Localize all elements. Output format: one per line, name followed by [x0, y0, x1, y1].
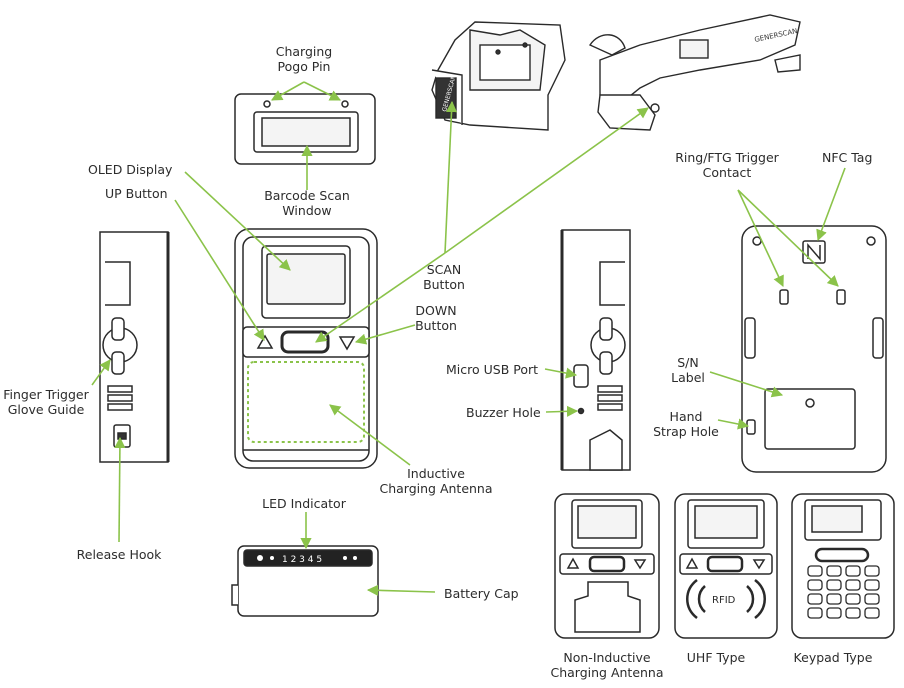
keypad-type-label: Keypad Type — [793, 650, 873, 665]
up-arrow-icon — [256, 334, 274, 349]
scan-button-label: SCAN Button — [423, 262, 465, 292]
non-inductive-charging-antenna-label: Non-Inductive Charging Antenna — [550, 650, 664, 680]
sn-label-label: S/N Label — [671, 355, 705, 385]
release-hook-label: Release Hook — [76, 547, 162, 562]
micro-usb-port-label: Micro USB Port — [446, 362, 539, 377]
oled-display-label: OLED Display — [88, 162, 173, 177]
ring-ftg-trigger-contact-label: Ring/FTG Trigger Contact — [675, 150, 779, 180]
keypad — [807, 565, 880, 619]
hand-strap-hole-label: Hand Strap Hole — [653, 409, 719, 439]
variant-non-inductive-view — [554, 493, 660, 639]
device-front-view — [234, 228, 378, 469]
up-button-label: UP Button — [105, 186, 168, 201]
inductive-charging-antenna-label: Inductive Charging Antenna — [379, 466, 493, 496]
device-bottom-view: 1 2 3 4 5 — [231, 545, 379, 617]
rfid-icon — [686, 579, 766, 619]
down-button-label: DOWN Button — [415, 303, 457, 333]
rfid-text: RFID — [712, 595, 736, 606]
down-arrow-icon — [338, 336, 356, 351]
battery-cap-label: Battery Cap — [444, 586, 519, 601]
device-right-side-view — [560, 229, 631, 471]
buzzer-hole-label: Buzzer Hole — [466, 405, 541, 420]
led-numbers: 1 2 3 4 5 — [282, 555, 322, 565]
led-indicator-label: LED Indicator — [262, 496, 346, 511]
callout-lines — [91, 81, 846, 596]
variant-uhf-view: RFID — [674, 493, 778, 639]
variant-keypad-view — [791, 493, 895, 639]
device-top-view — [234, 93, 376, 165]
uhf-type-label: UHF Type — [686, 650, 746, 665]
bracket-side-view: GENERSCAN — [588, 14, 801, 131]
finger-trigger-glove-guide-label: Finger Trigger Glove Guide — [3, 387, 89, 417]
device-back-view — [741, 225, 887, 473]
charging-pogo-pin-label: Charging Pogo Pin — [275, 44, 333, 74]
device-left-side-view — [99, 231, 170, 463]
barcode-scan-window-label: Barcode Scan Window — [264, 188, 350, 218]
nfc-tag-label: NFC Tag — [822, 150, 873, 165]
